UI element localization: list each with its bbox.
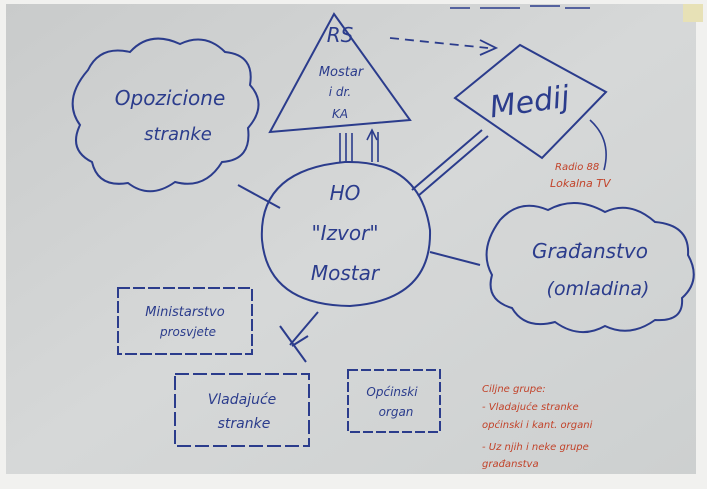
ministry-label-2: prosvjete bbox=[159, 325, 216, 339]
arrow-triangle-to-media bbox=[389, 37, 499, 56]
connector-center-government bbox=[279, 311, 319, 363]
node-government-box: Vladajuće stranke bbox=[174, 373, 310, 447]
triangle-label-2: Mostar bbox=[319, 65, 365, 80]
opposition-label-2: stranke bbox=[144, 124, 212, 145]
connector-media-to-note bbox=[589, 119, 607, 171]
red-note-line-5: građanstva bbox=[482, 459, 539, 470]
connector-opposition-center bbox=[237, 184, 281, 209]
top-edge-marks bbox=[450, 5, 590, 9]
node-triangle-rs: RS Mostar i dr. KA bbox=[268, 12, 412, 134]
opposition-label-1: Opozicione bbox=[115, 86, 226, 110]
node-opposition-cloud: Opozicione stranke bbox=[71, 37, 260, 193]
citizens-label-1: Građanstvo bbox=[532, 239, 648, 263]
red-note-media-line-1: Radio 88 bbox=[555, 162, 599, 173]
government-label-2: stranke bbox=[218, 416, 271, 432]
node-center-circle: HO "Izvor" Mostar bbox=[260, 160, 432, 308]
red-note-line-2: - Vladajuće stranke bbox=[482, 401, 579, 413]
paper-sheet bbox=[6, 4, 696, 474]
citizens-label-2: (omladina) bbox=[547, 278, 650, 300]
connector-triangle-center bbox=[339, 128, 379, 162]
connector-media-center bbox=[411, 129, 489, 197]
municipal-label-2: organ bbox=[379, 405, 414, 419]
ministry-label-1: Ministarstvo bbox=[145, 305, 224, 320]
triangle-label-4: KA bbox=[332, 107, 348, 121]
connector-citizens-center bbox=[429, 251, 481, 266]
red-note-media: Radio 88 Lokalna TV bbox=[550, 162, 612, 190]
red-note-line-3: općinski i kant. organi bbox=[482, 419, 593, 431]
municipal-label-1: Općinski bbox=[366, 385, 418, 399]
center-label-2: "Izvor" bbox=[311, 221, 378, 245]
triangle-label-3: i dr. bbox=[329, 85, 351, 99]
red-note-bottom: Ciljne grupe: - Vladajuće stranke općins… bbox=[482, 384, 593, 470]
paper-corner-tape bbox=[683, 4, 703, 22]
node-municipal-box: Općinski organ bbox=[347, 369, 441, 433]
red-note-line-1: Ciljne grupe: bbox=[482, 384, 546, 395]
government-label-1: Vladajuće bbox=[208, 392, 277, 408]
red-note-media-line-2: Lokalna TV bbox=[550, 177, 612, 190]
red-note-line-4: - Uz njih i neke grupe bbox=[482, 442, 589, 453]
triangle-label-1: RS bbox=[327, 23, 354, 47]
node-citizens-cloud: Građanstvo (omladina) bbox=[485, 202, 695, 333]
center-label-3: Mostar bbox=[311, 261, 381, 285]
node-ministry-box: Ministarstvo prosvjete bbox=[117, 287, 253, 355]
center-label-1: HO bbox=[330, 181, 361, 205]
